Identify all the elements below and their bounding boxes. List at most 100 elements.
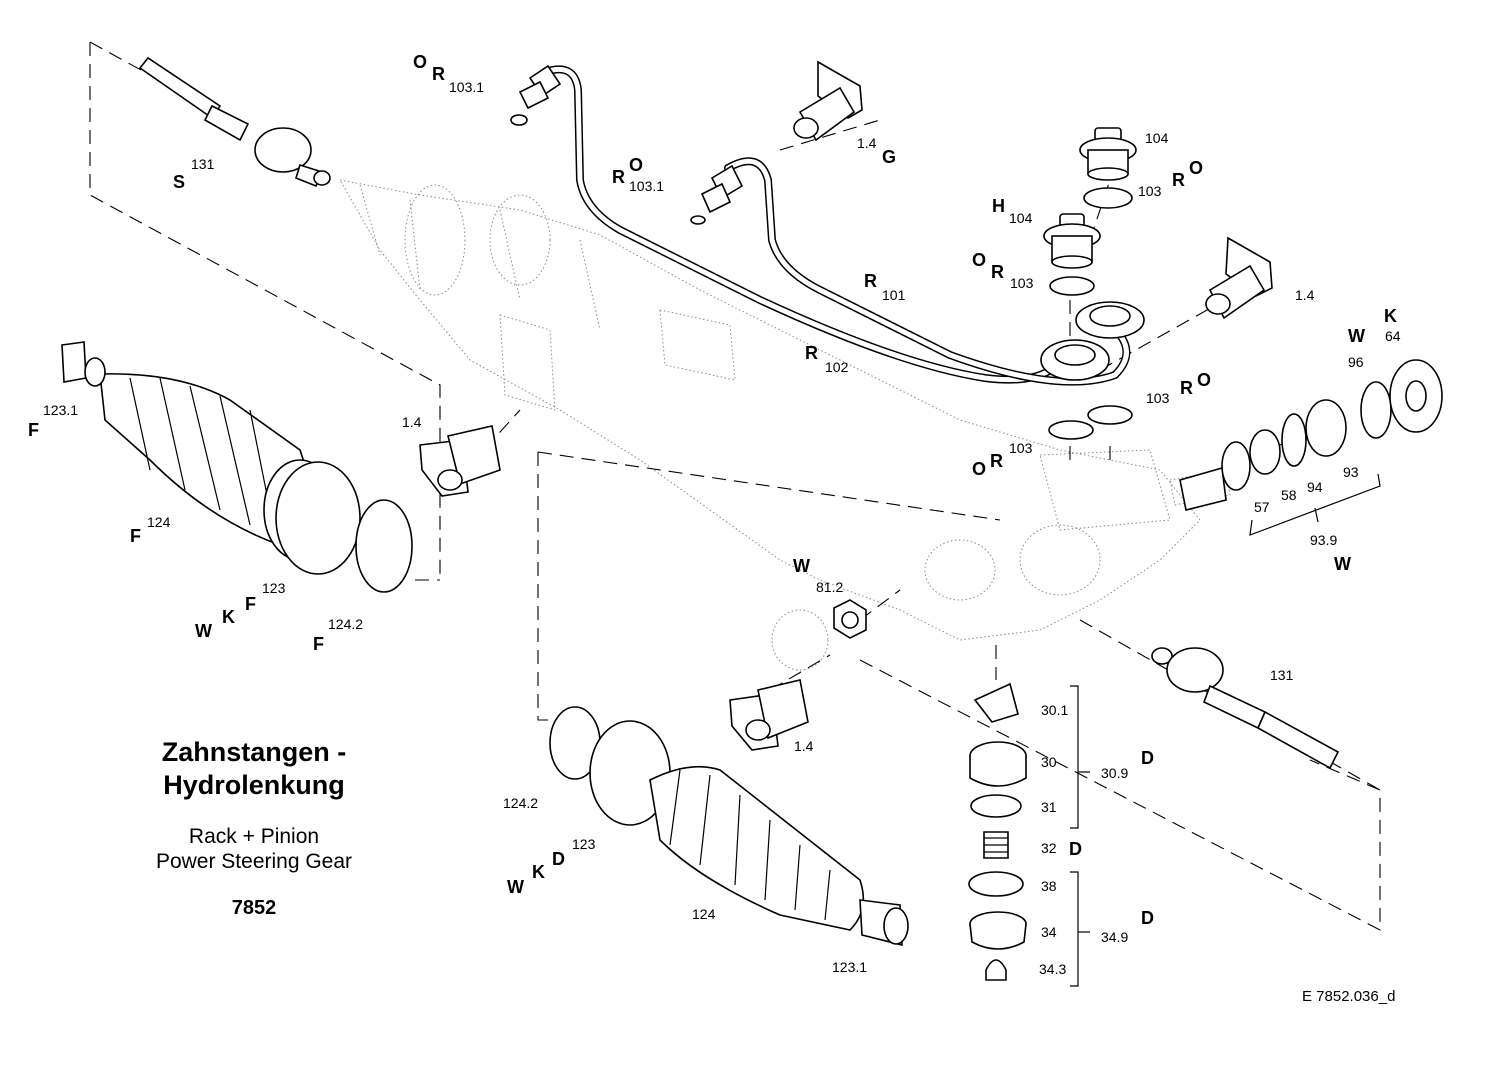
mounting-bush-right: [1205, 236, 1273, 320]
label-34: 34: [1041, 924, 1057, 940]
label-d-30-9: D: [1141, 748, 1154, 768]
mounting-bush-bottom: [729, 679, 809, 751]
label-131-right: 131: [1270, 667, 1294, 683]
label-k-123-bottom: K: [532, 862, 545, 882]
label-123-1-left: 123.1: [43, 402, 78, 418]
label-104-top: 104: [1145, 130, 1169, 146]
diagram-subtitle-line2: Power Steering Gear: [155, 850, 353, 873]
diagram-subtitle: Rack + Pinion Power Steering Gear: [100, 824, 408, 874]
label-or-103-b-n: 103: [1009, 440, 1033, 456]
label-103-mid: 103: [1146, 390, 1170, 406]
label-r-102: R: [805, 343, 818, 363]
plug-104-h: [1043, 213, 1101, 296]
label-r-103-1-n: 103.1: [629, 178, 664, 194]
steering-gear-housing-ghost: [339, 179, 1231, 671]
label-h-104: 104: [1009, 210, 1033, 226]
boot-bottom: [549, 706, 909, 947]
nut-81-2: [833, 599, 867, 639]
pipe-fitting-103-1-mid: [690, 164, 744, 225]
label-1-4-left: 1.4: [402, 414, 422, 430]
label-94: 94: [1307, 479, 1323, 495]
label-93: 93: [1343, 464, 1359, 480]
label-124-left: 124: [147, 514, 171, 530]
label-s-131: 131: [191, 156, 215, 172]
label-r-101-n: 101: [882, 287, 906, 303]
valve-brackets: [1070, 473, 1381, 987]
label-f-123: F: [245, 594, 256, 614]
label-or-103-b-o: O: [972, 459, 986, 479]
label-124-2-left: 124.2: [328, 616, 363, 632]
tie-rod-right: [1151, 647, 1340, 770]
label-124-2-bottom: 124.2: [503, 795, 538, 811]
label-w-96: W: [1348, 326, 1365, 346]
label-or-103-a-o: O: [972, 250, 986, 270]
label-93-9: 93.9: [1310, 532, 1337, 548]
label-w-93-9: W: [1334, 554, 1351, 574]
label-or-103-1-o: O: [413, 52, 427, 72]
document-reference: E 7852.036_d: [1302, 988, 1396, 1005]
label-30-1: 30.1: [1041, 702, 1068, 718]
label-64: 64: [1385, 328, 1401, 344]
label-r-103-1-r: R: [612, 167, 625, 187]
label-or-103-1-r: R: [432, 64, 445, 84]
label-38: 38: [1041, 878, 1057, 894]
label-f-124-2: F: [313, 634, 324, 654]
label-or-103-b-r: R: [990, 451, 1003, 471]
label-g: G: [882, 147, 896, 167]
label-r-mid: R: [1180, 378, 1193, 398]
label-103-top: 103: [1138, 183, 1162, 199]
label-w-123-bottom: W: [507, 877, 524, 897]
label-h: H: [992, 196, 1005, 216]
label-123-1-bottom: 123.1: [832, 959, 867, 975]
valve-stack: [968, 682, 1027, 981]
label-f-124: F: [130, 526, 141, 546]
label-w-123: W: [195, 621, 212, 641]
banjo-fitting-upper: [1075, 301, 1145, 339]
label-g-1-4: 1.4: [857, 135, 877, 151]
label-d-123-bottom: D: [552, 849, 565, 869]
diagram-title-line1: Zahnstangen -: [161, 737, 347, 767]
label-34-3: 34.3: [1039, 961, 1066, 977]
hydraulic-pipes: [541, 65, 1131, 386]
diagram-subtitle-line1: Rack + Pinion: [188, 825, 320, 848]
label-o-mid: O: [1197, 370, 1211, 390]
label-r-103-1-o: O: [629, 155, 643, 175]
label-r-top: R: [1172, 170, 1185, 190]
label-d-32: D: [1069, 839, 1082, 859]
plug-104-right: [1079, 127, 1137, 209]
label-k-123: K: [222, 607, 235, 627]
label-s: S: [173, 172, 185, 192]
label-81-2: 81.2: [816, 579, 843, 595]
banjo-fitting-lower: [1040, 339, 1110, 381]
diagram-title-line2: Hydrolenkung: [163, 770, 345, 800]
label-34-9: 34.9: [1101, 929, 1128, 945]
mounting-bush-top: [793, 60, 863, 142]
label-f-123-1: F: [28, 420, 39, 440]
boot-left: [61, 341, 413, 593]
label-32: 32: [1041, 840, 1057, 856]
label-k-64: K: [1384, 306, 1397, 326]
label-30-9: 30.9: [1101, 765, 1128, 781]
tie-rod-left: [138, 56, 331, 188]
label-124-bottom: 124: [692, 906, 716, 922]
label-30: 30: [1041, 754, 1057, 770]
label-or-103-a-r: R: [991, 262, 1004, 282]
label-r-101: R: [864, 271, 877, 291]
label-123-left: 123: [262, 580, 286, 596]
label-57: 57: [1254, 499, 1270, 515]
diagram-number: 7852: [231, 897, 277, 919]
o-rings-103: [1048, 405, 1133, 440]
part-labels: O R 103.1 R O 103.1 S 131 1.4 G 104 103 …: [28, 52, 1401, 977]
diagram-title: Zahnstangen - Hydrolenkung: [100, 736, 408, 802]
label-58: 58: [1281, 487, 1297, 503]
label-1-4-bottom: 1.4: [794, 738, 814, 754]
label-w-81-2: W: [793, 556, 810, 576]
label-o-top: O: [1189, 158, 1203, 178]
label-d-34-9: D: [1141, 908, 1154, 928]
pipe-fitting-103-1-top: [510, 64, 562, 126]
label-1-4-right: 1.4: [1295, 287, 1315, 303]
seal-kit-93-9: [1179, 359, 1443, 511]
label-31: 31: [1041, 799, 1057, 815]
label-123-bottom: 123: [572, 836, 596, 852]
